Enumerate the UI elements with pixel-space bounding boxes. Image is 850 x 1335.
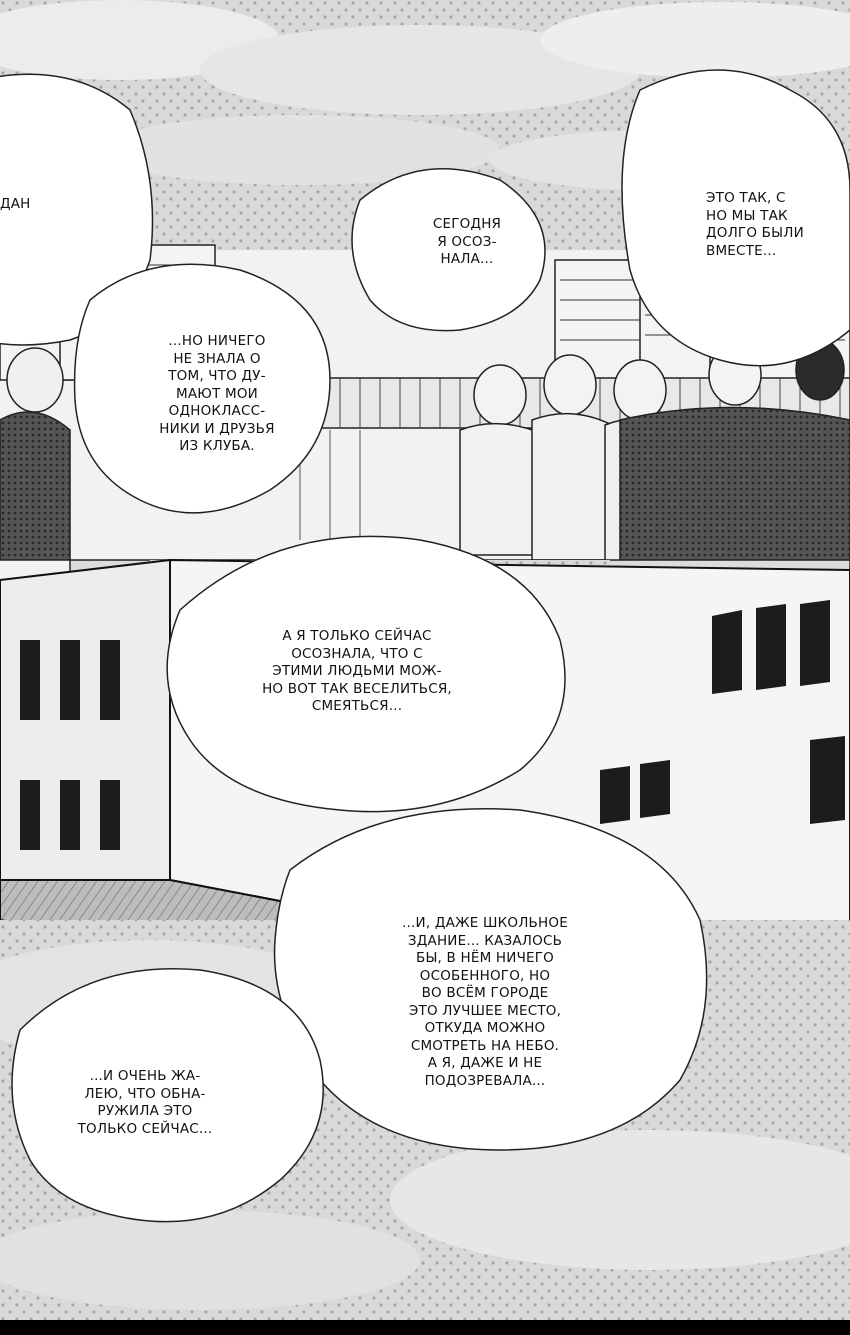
- bubble-7: [11, 968, 324, 1223]
- bubble-1: [0, 73, 154, 346]
- page-bottom-border: [0, 1320, 850, 1335]
- bubble-text-4: ...НО НИЧЕГО НЕ ЗНАЛА О ТОМ, ЧТО ДУ- МАЮ…: [159, 333, 275, 454]
- building-windows: [20, 600, 845, 850]
- students-group: [0, 339, 850, 591]
- bubble-text-7: ...И ОЧЕНЬ ЖА- ЛЕЮ, ЧТО ОБНА- РУЖИЛА ЭТО…: [77, 1068, 213, 1137]
- bubble-5: [166, 535, 566, 813]
- bubble-3: [621, 69, 850, 367]
- bubble-text-6: ...И, ДАЖЕ ШКОЛЬНОЕ ЗДАНИЕ... КАЗАЛОСЬ Б…: [402, 915, 568, 1089]
- bubble-text-3: ЭТО ТАК, С НО МЫ ТАК ДОЛГО БЫЛИ ВМЕСТЕ..…: [706, 190, 804, 259]
- bubble-text-1: ДАН: [0, 196, 31, 212]
- bubble-4: [73, 263, 331, 514]
- speech-bubbles: [0, 69, 850, 1223]
- bubble-text-5: А Я ТОЛЬКО СЕЙЧАС ОСОЗНАЛА, ЧТО С ЭТИМИ …: [262, 628, 452, 714]
- bubble-2: [351, 168, 546, 332]
- bubble-text-2: СЕГОДНЯ Я ОСОЗ- НАЛА...: [432, 216, 502, 267]
